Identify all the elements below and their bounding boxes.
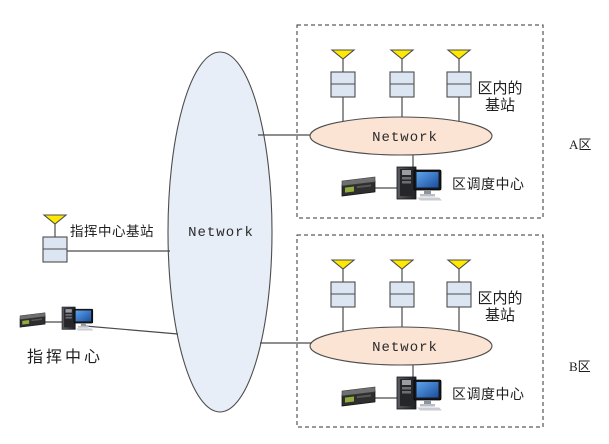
command-base-station-label: 指挥中心基站: [70, 223, 154, 239]
zone-a-computer-icon: [396, 166, 443, 201]
zone-a-boundary: [296, 24, 544, 219]
zone-b-label: B区: [569, 359, 591, 374]
connector-commandcenter-core: [84, 325, 179, 335]
zone-b-computer-icon: [396, 376, 443, 411]
zone-b-base-station-3: [446, 259, 472, 308]
zone-b-dispatch-center-label: 区调度中心: [452, 387, 525, 403]
zone-a-network-ellipse: [309, 116, 493, 156]
zone-b-base-station-2: [389, 259, 415, 308]
zone-b-network-label: Network: [372, 340, 438, 356]
zone-a-modem-icon: [341, 176, 376, 197]
zone-a-group: Network 区内的 基站 区调度中心: [296, 24, 544, 219]
zone-a-inner-stations-label-line2: 基站: [485, 97, 515, 114]
zone-a-base-station-3: [446, 49, 472, 98]
zone-b-inner-stations-label-line2: 基站: [485, 307, 515, 324]
zone-a-dispatch-center-label: 区调度中心: [452, 177, 525, 193]
command-center-modem-icon: [19, 312, 46, 328]
zone-b-modem-icon: [341, 386, 376, 407]
core-network-label: Network: [188, 225, 254, 241]
zone-a-inner-stations-label-line1: 区内的: [477, 80, 522, 97]
zone-a-label: A区: [569, 137, 591, 152]
zone-a-network-label: Network: [372, 130, 438, 146]
command-center-label: 指挥中心: [27, 348, 103, 366]
zone-a-base-station-1: [330, 49, 356, 98]
zone-a-base-station-2: [389, 49, 415, 98]
zone-b-group: Network 区内的 基站 区调度中心: [296, 234, 544, 428]
zone-b-network-ellipse: [309, 326, 493, 366]
zone-b-inner-stations-label-line1: 区内的: [477, 290, 522, 307]
core-network-ellipse: [167, 51, 273, 413]
command-base-station-icon: [42, 214, 68, 263]
zone-b-base-station-1: [330, 259, 356, 308]
zone-b-boundary: [296, 234, 544, 428]
command-center-computer-icon: [61, 306, 94, 331]
